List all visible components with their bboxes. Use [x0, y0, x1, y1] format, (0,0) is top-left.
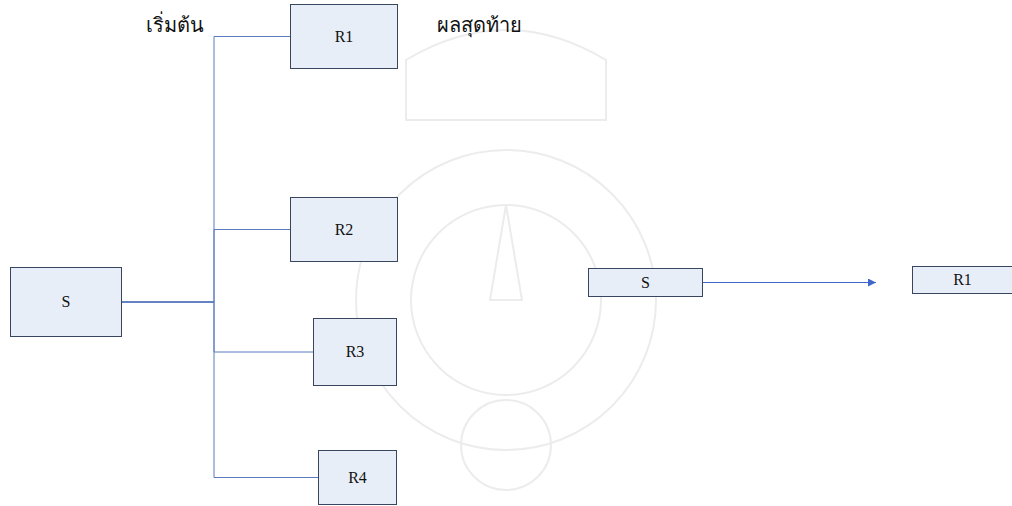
node-label: R3 [346, 342, 365, 361]
process-box: R1 [912, 266, 1012, 294]
watermark-ring [461, 400, 551, 490]
watermark-stupa [490, 205, 522, 300]
node-label: R1 [335, 27, 354, 46]
node-label: R4 [348, 468, 367, 487]
watermark-emblem [356, 30, 656, 490]
heading-label: เริ่มต้น [146, 12, 204, 38]
watermark-ring [411, 205, 601, 395]
node-label: S [62, 292, 71, 311]
node-label: R2 [335, 220, 354, 239]
process-box: R4 [318, 450, 397, 505]
branch-line [122, 302, 318, 478]
node-label: R1 [953, 270, 972, 289]
branch-line [122, 302, 313, 352]
process-box: R1 [290, 4, 398, 69]
branch-line [122, 230, 290, 303]
watermark-crown [406, 30, 606, 120]
process-box: R3 [313, 318, 397, 386]
node-label: S [641, 273, 650, 292]
heading-label: ผลสุดท้าย [437, 12, 522, 38]
branch-line [122, 37, 290, 303]
process-box: S [10, 267, 122, 337]
process-box: R2 [290, 197, 398, 262]
arrow-connector [703, 282, 876, 283]
process-box: S [588, 268, 703, 297]
watermark-ring [356, 150, 656, 450]
